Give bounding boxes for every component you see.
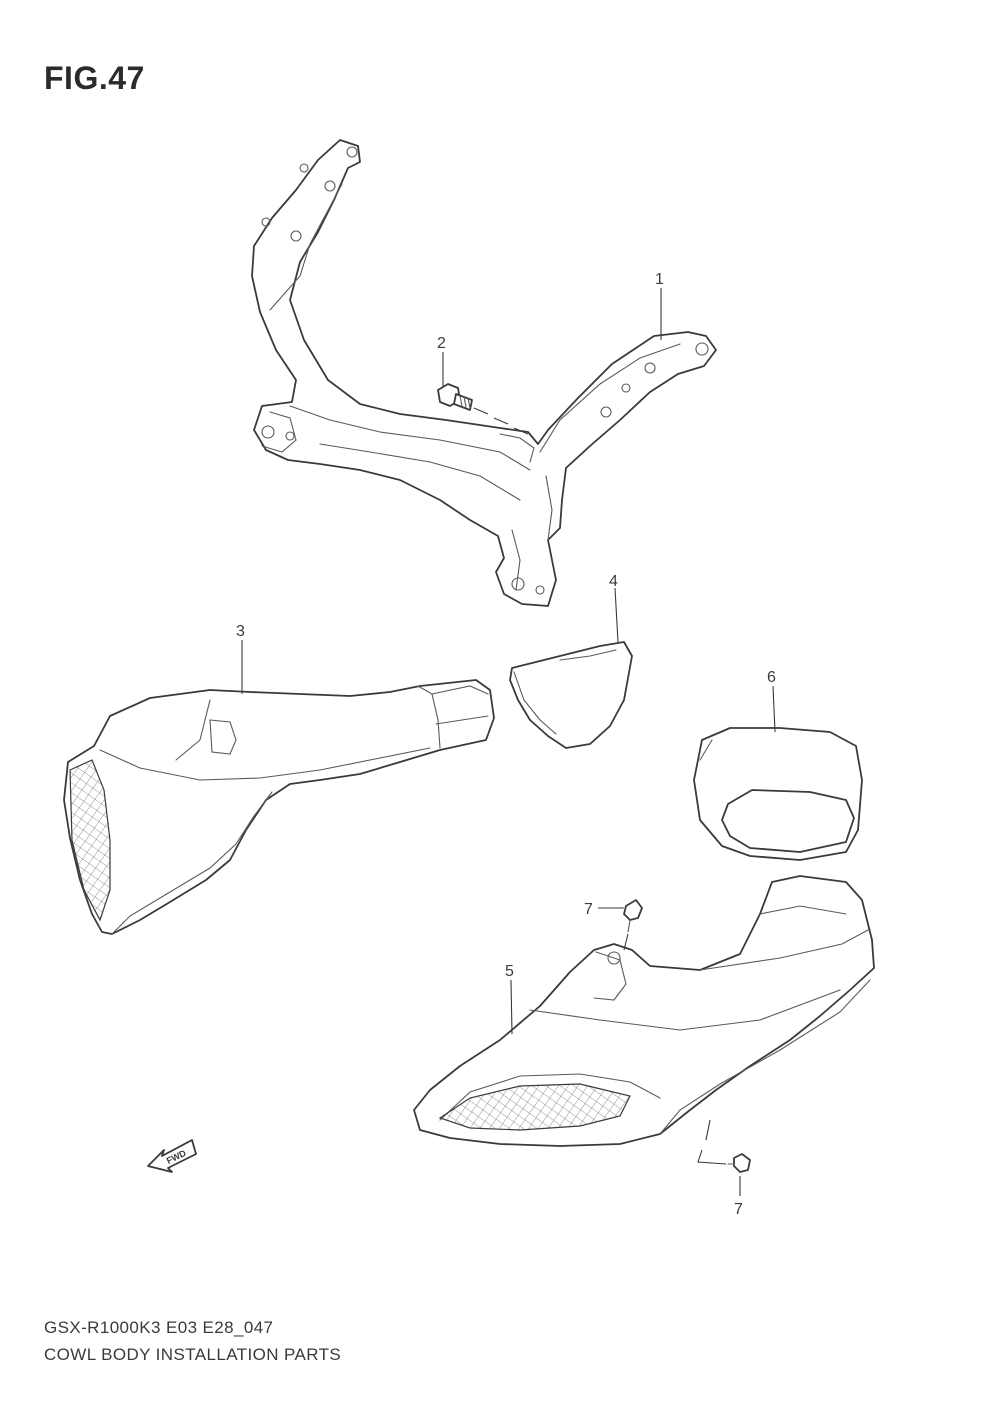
figure-title: FIG.47 [44,60,145,96]
callout-7-lower: 7 [734,1201,743,1218]
callout-4: 4 [609,573,618,590]
callout-2: 2 [437,335,446,352]
callout-1: 1 [655,271,664,288]
callout-7-upper: 7 [584,901,593,918]
left-air-duct-part [63,679,495,935]
clip-lower-part [727,1153,751,1173]
cowl-bracket-part [251,139,717,607]
seal-ring-part [693,727,863,861]
leader-lines [241,288,776,1196]
forward-arrow-icon: FWD [147,1139,197,1173]
model-code: GSX-R1000K3 E03 E28_047 [44,1318,274,1337]
callout-5: 5 [505,963,514,980]
bolt-part [437,383,473,411]
inlet-section-part [509,641,633,749]
clip-upper-part [623,899,643,933]
callout-6: 6 [767,669,776,686]
callout-3: 3 [236,623,245,640]
right-air-duct-part [413,875,875,1147]
diagram-caption: COWL BODY INSTALLATION PARTS [44,1345,342,1364]
